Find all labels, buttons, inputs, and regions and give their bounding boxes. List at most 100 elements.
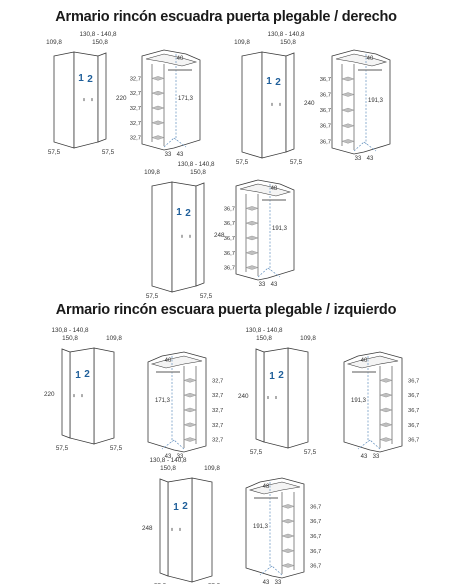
- dim-bottom-line: [163, 137, 175, 148]
- dim-shelf-height: 32,7: [212, 393, 223, 399]
- dim-width-side: 109,8: [106, 335, 122, 342]
- dim-bottom-b: 33: [275, 580, 282, 584]
- dim-shelf-height: 36,7: [310, 564, 321, 570]
- dim-bottom-line: [353, 141, 365, 152]
- dim-bottom-b: 43: [271, 282, 278, 288]
- top-shelf: [239, 183, 292, 197]
- dim-bottom-b: 43: [177, 152, 184, 158]
- dim-shelf-height: 36,7: [224, 266, 235, 272]
- wardrobe-front-door: [171, 181, 197, 293]
- dim-height: 248: [214, 232, 225, 239]
- shelf: [341, 139, 355, 144]
- dim-bottom-a: 43: [361, 454, 368, 460]
- dim-bottom-a: 33: [165, 152, 172, 158]
- shelf: [379, 422, 393, 427]
- shelf: [379, 437, 393, 442]
- dim-bottom-a: 43: [165, 454, 172, 460]
- dim-depth-right: 57,5: [290, 159, 303, 166]
- door-handle: [279, 102, 281, 106]
- door-number: 2: [278, 370, 284, 381]
- dim-shelf-height: 36,7: [310, 534, 321, 540]
- door-handle: [275, 396, 277, 399]
- dim-height: 220: [44, 391, 55, 398]
- dim-width-range: 130,8 - 140,8: [267, 31, 305, 38]
- top-shelf: [248, 481, 301, 495]
- wardrobe-outline: [331, 49, 391, 155]
- shelf: [341, 92, 355, 97]
- dim-width-side: 109,8: [46, 39, 62, 46]
- dim-width-range: 130,8 - 140,8: [149, 457, 187, 464]
- dim-shelf-height: 36,7: [408, 408, 419, 414]
- shelf: [281, 563, 295, 568]
- wardrobe-front-door: [73, 51, 99, 149]
- door-number: 1: [173, 502, 179, 513]
- dim-bottom-line: [363, 141, 377, 152]
- wardrobe-side-panel: [93, 347, 115, 445]
- door-number: 1: [78, 73, 84, 84]
- top-shelf: [346, 355, 399, 369]
- wardrobe-return-door: [97, 52, 107, 143]
- door-number: 2: [182, 501, 188, 512]
- shelf: [183, 437, 197, 442]
- dim-height: 220: [116, 95, 127, 102]
- top-shelf: [145, 53, 198, 67]
- shelf: [379, 392, 393, 398]
- shelf: [281, 533, 295, 539]
- wardrobe-return-door: [285, 52, 295, 153]
- wardrobe-outline: [343, 351, 403, 453]
- wardrobe-return-door: [255, 348, 265, 443]
- shelf: [245, 235, 259, 241]
- wardrobe-outline: [141, 49, 201, 151]
- dim-depth-left: 57,5: [146, 293, 159, 300]
- door-handle: [271, 102, 273, 106]
- dim-depth-left: 57,5: [250, 449, 263, 456]
- shelf: [341, 107, 355, 113]
- door-handle: [181, 234, 183, 238]
- door-handle: [171, 527, 173, 531]
- shelf: [379, 407, 393, 413]
- wardrobe-side-panel: [287, 347, 309, 449]
- door-handle: [81, 394, 83, 398]
- shelf: [341, 76, 355, 82]
- dim-top-depth: 40: [165, 358, 172, 364]
- shelf: [281, 518, 295, 524]
- dim-height: 248: [142, 525, 153, 532]
- dim-width-range: 130,8 - 140,8: [51, 327, 89, 334]
- dim-shelf-height: 32,7: [212, 423, 223, 429]
- shelf: [183, 378, 197, 383]
- dim-depth-right: 57,5: [102, 149, 115, 156]
- door-handle: [267, 396, 269, 399]
- dim-depth-left: 57,5: [236, 159, 249, 166]
- door-handle: [189, 234, 191, 238]
- door-number: 2: [275, 77, 281, 88]
- door-handle: [91, 98, 93, 102]
- dim-width-side: 109,8: [234, 39, 250, 46]
- shelf: [245, 265, 259, 270]
- dim-depth-left: 57,5: [56, 445, 69, 452]
- section-title-right: Armario rincón escuadra puerta plegable …: [55, 9, 397, 25]
- dim-top-depth: 48: [263, 484, 270, 490]
- dim-shelf-height: 36,7: [408, 378, 419, 384]
- dim-shelf-height: 36,7: [310, 504, 321, 510]
- dim-width-front: 150,8: [190, 169, 206, 176]
- dim-inner-height: 171,3: [178, 96, 194, 102]
- shelf: [245, 206, 259, 211]
- dim-bottom-line: [257, 267, 269, 278]
- dim-top-depth: 40: [367, 56, 374, 62]
- door-handle: [179, 527, 181, 531]
- dim-top-depth: 48: [271, 186, 278, 192]
- wardrobe-return-door: [195, 182, 205, 287]
- dim-inner-height: 191,3: [253, 524, 269, 530]
- dim-bottom-line: [161, 439, 175, 450]
- shelf: [281, 504, 295, 509]
- dim-width-range: 130,8 - 140,8: [245, 327, 283, 334]
- dim-bottom-a: 33: [355, 156, 362, 162]
- dim-depth-right: 57,5: [110, 445, 123, 452]
- shelf: [151, 105, 165, 111]
